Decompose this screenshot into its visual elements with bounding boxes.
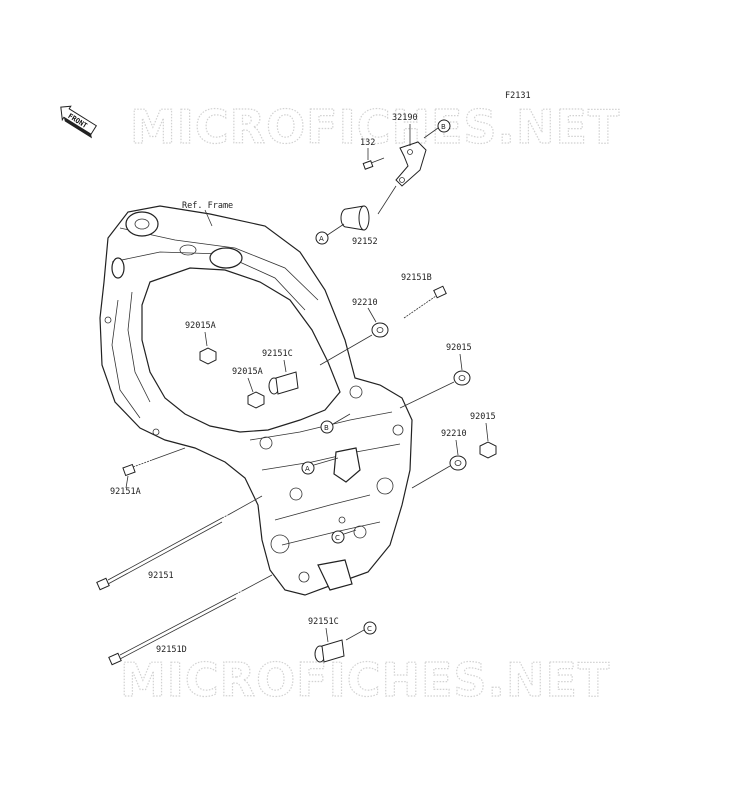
diagram-code: F2131 <box>505 91 531 101</box>
label-132: 132 <box>360 138 375 148</box>
label-92151C-top: 92151C <box>262 349 293 359</box>
label-92151: 92151 <box>148 571 174 581</box>
ref-b-mid: B <box>324 424 329 432</box>
bolt-92151A <box>122 447 186 477</box>
bracket-32190 <box>395 141 427 187</box>
bolt-92151 <box>96 495 263 591</box>
bolt-92151B <box>403 285 447 319</box>
nut-92015A-b <box>247 391 265 409</box>
label-92210-top: 92210 <box>352 298 378 308</box>
bolt-92151C-top <box>268 371 299 395</box>
ref-c-mid: C <box>335 534 340 542</box>
label-92015A-b: 92015A <box>232 367 263 377</box>
nut-92015-b <box>479 441 497 459</box>
nut-92015-a <box>453 370 471 386</box>
spacer-92152 <box>340 205 370 231</box>
ref-a-top: A <box>319 235 324 243</box>
watermark-top: MICROFICHES.NET <box>130 100 620 154</box>
nut-92015A-a <box>199 347 217 365</box>
ref-c-bottom: C <box>367 625 372 633</box>
collar-92210-b <box>449 455 467 471</box>
front-arrow-icon: FRONT <box>60 105 98 139</box>
label-92015A-a: 92015A <box>185 321 216 331</box>
ref-b-top: B <box>441 123 446 131</box>
collar-92210-top <box>371 322 389 338</box>
label-92210-b: 92210 <box>441 429 467 439</box>
label-92151A: 92151A <box>110 487 141 497</box>
label-92151D: 92151D <box>156 645 187 655</box>
label-92152: 92152 <box>352 237 378 247</box>
label-92151C-bottom: 92151C <box>308 617 339 627</box>
watermark-bottom: MICROFICHES.NET <box>120 653 610 707</box>
label-92015-b: 92015 <box>470 412 496 422</box>
bolt-92151D <box>108 574 273 666</box>
label-32190: 32190 <box>392 113 418 123</box>
bolt-132 <box>362 157 385 170</box>
label-92151B: 92151B <box>401 273 432 283</box>
frame-ref-label: Ref. Frame <box>182 201 233 211</box>
bolt-92151C-bottom <box>314 639 345 663</box>
ref-a-mid: A <box>305 465 310 473</box>
label-92015-a: 92015 <box>446 343 472 353</box>
